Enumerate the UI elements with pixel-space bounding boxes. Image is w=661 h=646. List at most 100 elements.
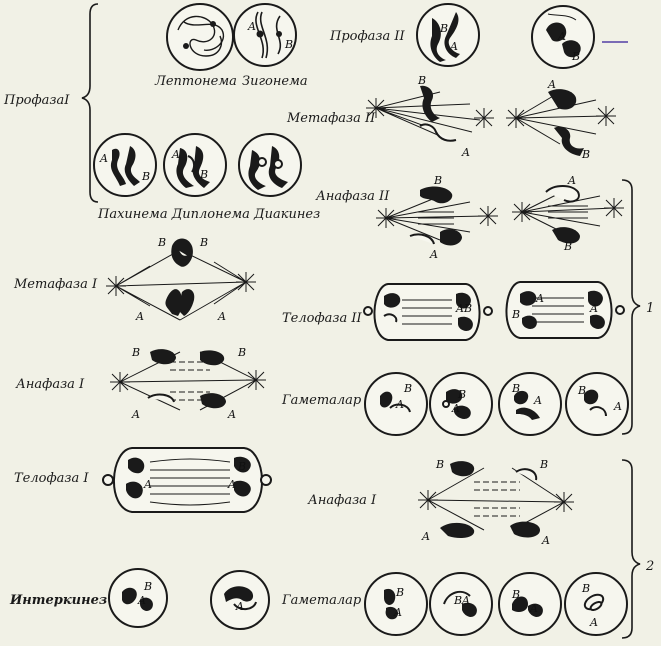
glyph-B: B [457,388,466,401]
glyph-A: A [533,394,542,407]
telophase2-cell-1: A B [363,283,493,341]
gamete2-cell-3: B A [498,572,562,636]
interkinesis-label: Интеркинез [9,593,107,608]
group1-brace [621,179,641,435]
glyph-B: B [141,170,150,183]
glyph-B: B [439,22,448,35]
glyph-B: B [417,74,426,87]
glyph-B: B [511,308,520,321]
group2-label: 2 [645,559,654,574]
zygonema-label: Зигонема [242,74,308,89]
metaphase1-spindle: B B A A [106,236,256,323]
metaphase2-spindle-2: A B [506,78,616,161]
glyph-B: B [395,586,404,599]
glyph-B: B [237,460,246,473]
glyph-A: A [461,146,470,159]
glyph-A: A [99,152,108,165]
diplonema-cell: A B [163,133,227,197]
glyph-B: B [581,148,590,161]
glyph-B: B [453,594,462,607]
glyph-B: B [403,382,412,395]
glyph-A: A [529,602,538,615]
glyph-A: A [135,310,144,323]
anaphase1-label: Анафаза I [15,377,85,392]
glyph-A: A [567,174,576,187]
group2-brace [621,459,641,639]
glyph-A: A [451,402,460,415]
glyph-A: A [393,606,402,619]
glyph-B: B [199,168,208,181]
anaphase2-spindle-1: B A [376,174,498,261]
glyph-A: A [613,400,622,413]
glyph-A: A [557,30,566,43]
prophase2-cell-2: A B [531,5,595,69]
glyph-A: A [171,148,180,161]
glyph-B: B [131,346,140,359]
glyph-B: B [571,50,580,63]
glyph-A: A [143,478,152,491]
glyph-A: A [227,408,236,421]
telophase1-cell: A B A [102,447,272,513]
glyph-A: A [217,310,226,323]
interkinesis-cell-1: B A [108,568,168,628]
zygonema-cell: A B [233,3,297,67]
glyph-B: B [563,240,572,253]
glyph-B: B [511,588,520,601]
glyph-B: B [143,580,152,593]
pachynema-cell: A B [93,133,157,197]
telophase1-label: Телофаза I [14,471,89,486]
glyph-A: A [137,594,146,607]
glyph-A: A [455,302,464,315]
glyph-B: B [199,236,208,249]
glyph-A: A [421,530,430,543]
glyph-B: B [433,174,442,187]
leptonema-label: Лептонема [154,74,237,89]
glyph-B: B [284,38,293,51]
gamete2-cell-1: B A [364,572,428,636]
glyph-A: A [547,78,556,91]
gamete1-cell-2: B A [429,372,493,436]
telophase2-cell-2: A B A [505,281,625,339]
glyph-A: A [535,292,544,305]
glyph-A: A [589,616,598,629]
gamete1-cell-4: B A [565,372,629,436]
anaphase1b-spindle: B B A A [418,458,574,547]
glyph-B: B [237,346,246,359]
gamete1-cell-1: A B [364,372,428,436]
gamete2-cell-2: B A [429,572,493,636]
metaphase2-label: Метафаза II [286,111,376,126]
group1-label: 1 [646,301,654,316]
prophase2-label: Профаза II [329,29,406,44]
glyph-A: A [461,594,470,607]
glyph-B: B [463,302,472,315]
glyph-B: B [435,458,444,471]
interkinesis-cell-2: A [210,570,270,630]
anaphase2-label: Анафаза II [315,189,390,204]
glyph-A: A [247,20,256,33]
glyph-A: A [541,534,550,547]
prophase2-cell-1: B A [416,3,480,67]
glyph-B: B [581,582,590,595]
glyph-B: B [577,384,586,397]
glyph-A: A [131,408,140,421]
gamete2-cell-4: B A [564,572,628,636]
diakinesis-cell [238,133,302,197]
anaphase1b-label: Анафаза I [307,493,377,508]
prophase1-label: ПрофазаI [3,93,70,108]
gametes1-label: Гаметалар [281,393,362,408]
metaphase1-label: Метафаза I [13,277,98,292]
gametes2-label: Гаметалар [281,593,362,608]
glyph-A: A [429,248,438,261]
gamete1-cell-3: B A [498,372,562,436]
glyph-B: B [157,236,166,249]
leptonema-cell [166,3,234,71]
metaphase2-spindle-1: B A [366,74,494,159]
anaphase1-spindle: B B A A [110,346,266,421]
glyph-A: A [449,40,458,53]
glyph-A: A [227,478,236,491]
anaphase2-spindle-2: A B [512,174,624,253]
glyph-B: B [539,458,548,471]
glyph-A: A [589,302,598,315]
